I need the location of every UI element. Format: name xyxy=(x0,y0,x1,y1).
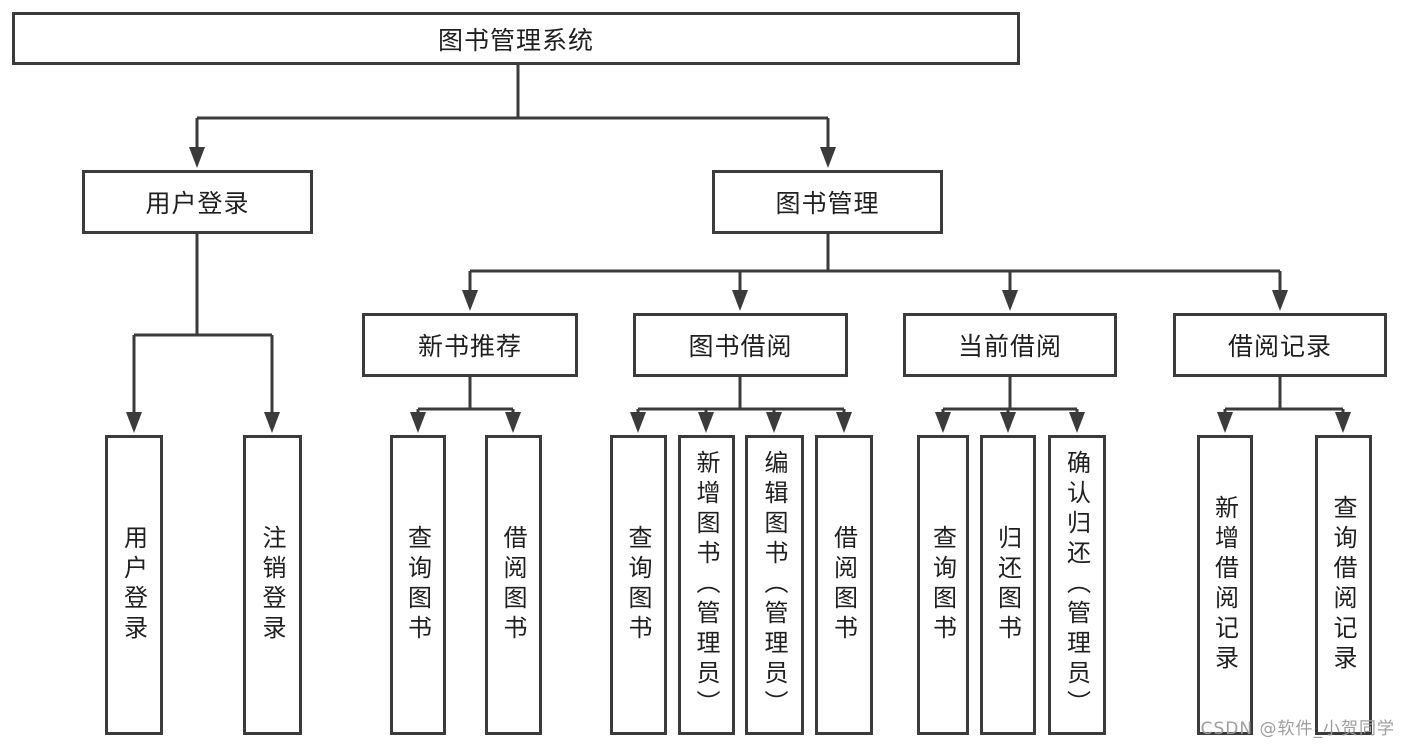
node-label: 借阅图书 xyxy=(829,525,858,645)
leaf-confirm-return-admin: 确认归还（管理员） xyxy=(1048,435,1106,735)
node-book-borrow: 图书借阅 xyxy=(633,313,848,377)
connector-user-login-to-children xyxy=(126,234,280,433)
node-label: 新书推荐 xyxy=(417,332,522,361)
node-label: 图书管理 xyxy=(775,189,880,218)
leaf-user-login: 用户登录 xyxy=(105,435,163,735)
leaf-query-borrow-record: 查询借阅记录 xyxy=(1315,435,1372,735)
csdn-watermark: CSDN @软件_小贺同学 xyxy=(1200,719,1395,739)
node-borrow-records: 借阅记录 xyxy=(1173,313,1387,377)
leaf-recommend-borrow-books: 借阅图书 xyxy=(485,435,542,735)
node-new-book-recommend: 新书推荐 xyxy=(362,313,578,377)
node-label: 用户登录 xyxy=(145,189,250,218)
leaf-return-books: 归还图书 xyxy=(980,435,1036,735)
leaf-current-query-books: 查询图书 xyxy=(917,435,969,735)
node-label: 借阅图书 xyxy=(499,525,527,645)
node-label: 注销登录 xyxy=(258,525,286,645)
node-label: 新增图书（管理员） xyxy=(692,450,720,720)
node-library-management-system: 图书管理系统 xyxy=(12,12,1020,65)
node-user-login: 用户登录 xyxy=(82,170,313,234)
node-label: 新增借阅记录 xyxy=(1210,495,1239,675)
node-label: 查询借阅记录 xyxy=(1329,495,1357,675)
node-label: 确认归还（管理员） xyxy=(1062,450,1091,720)
leaf-logout: 注销登录 xyxy=(243,435,302,735)
connector-current-borrow-to-children xyxy=(935,377,1085,433)
node-book-management: 图书管理 xyxy=(712,170,943,234)
node-label: 图书借阅 xyxy=(688,332,793,361)
node-label: 借阅记录 xyxy=(1227,332,1332,361)
leaf-borrow-query-books: 查询图书 xyxy=(610,435,667,735)
node-label: 归还图书 xyxy=(993,525,1022,645)
connector-book-borrow-to-children xyxy=(630,377,852,433)
connector-root-to-level2 xyxy=(189,64,836,168)
connector-book-management-to-level3 xyxy=(462,234,1288,311)
node-label: 当前借阅 xyxy=(957,332,1062,361)
connector-borrow-records-to-children xyxy=(1217,377,1351,433)
node-label: 查询图书 xyxy=(403,525,432,645)
leaf-add-borrow-record: 新增借阅记录 xyxy=(1197,435,1253,735)
node-label: 查询图书 xyxy=(624,525,652,645)
leaf-recommend-query-books: 查询图书 xyxy=(390,435,446,735)
node-label: 编辑图书（管理员） xyxy=(760,450,788,720)
connector-new-book-recommend-to-children xyxy=(410,377,521,433)
node-label: 图书管理系统 xyxy=(437,25,594,55)
leaf-edit-books-admin: 编辑图书（管理员） xyxy=(745,435,804,735)
leaf-add-books-admin: 新增图书（管理员） xyxy=(678,435,735,735)
node-current-borrow: 当前借阅 xyxy=(903,313,1117,377)
leaf-borrow-books: 借阅图书 xyxy=(815,435,873,735)
node-label: 用户登录 xyxy=(119,525,148,645)
node-label: 查询图书 xyxy=(928,525,957,645)
